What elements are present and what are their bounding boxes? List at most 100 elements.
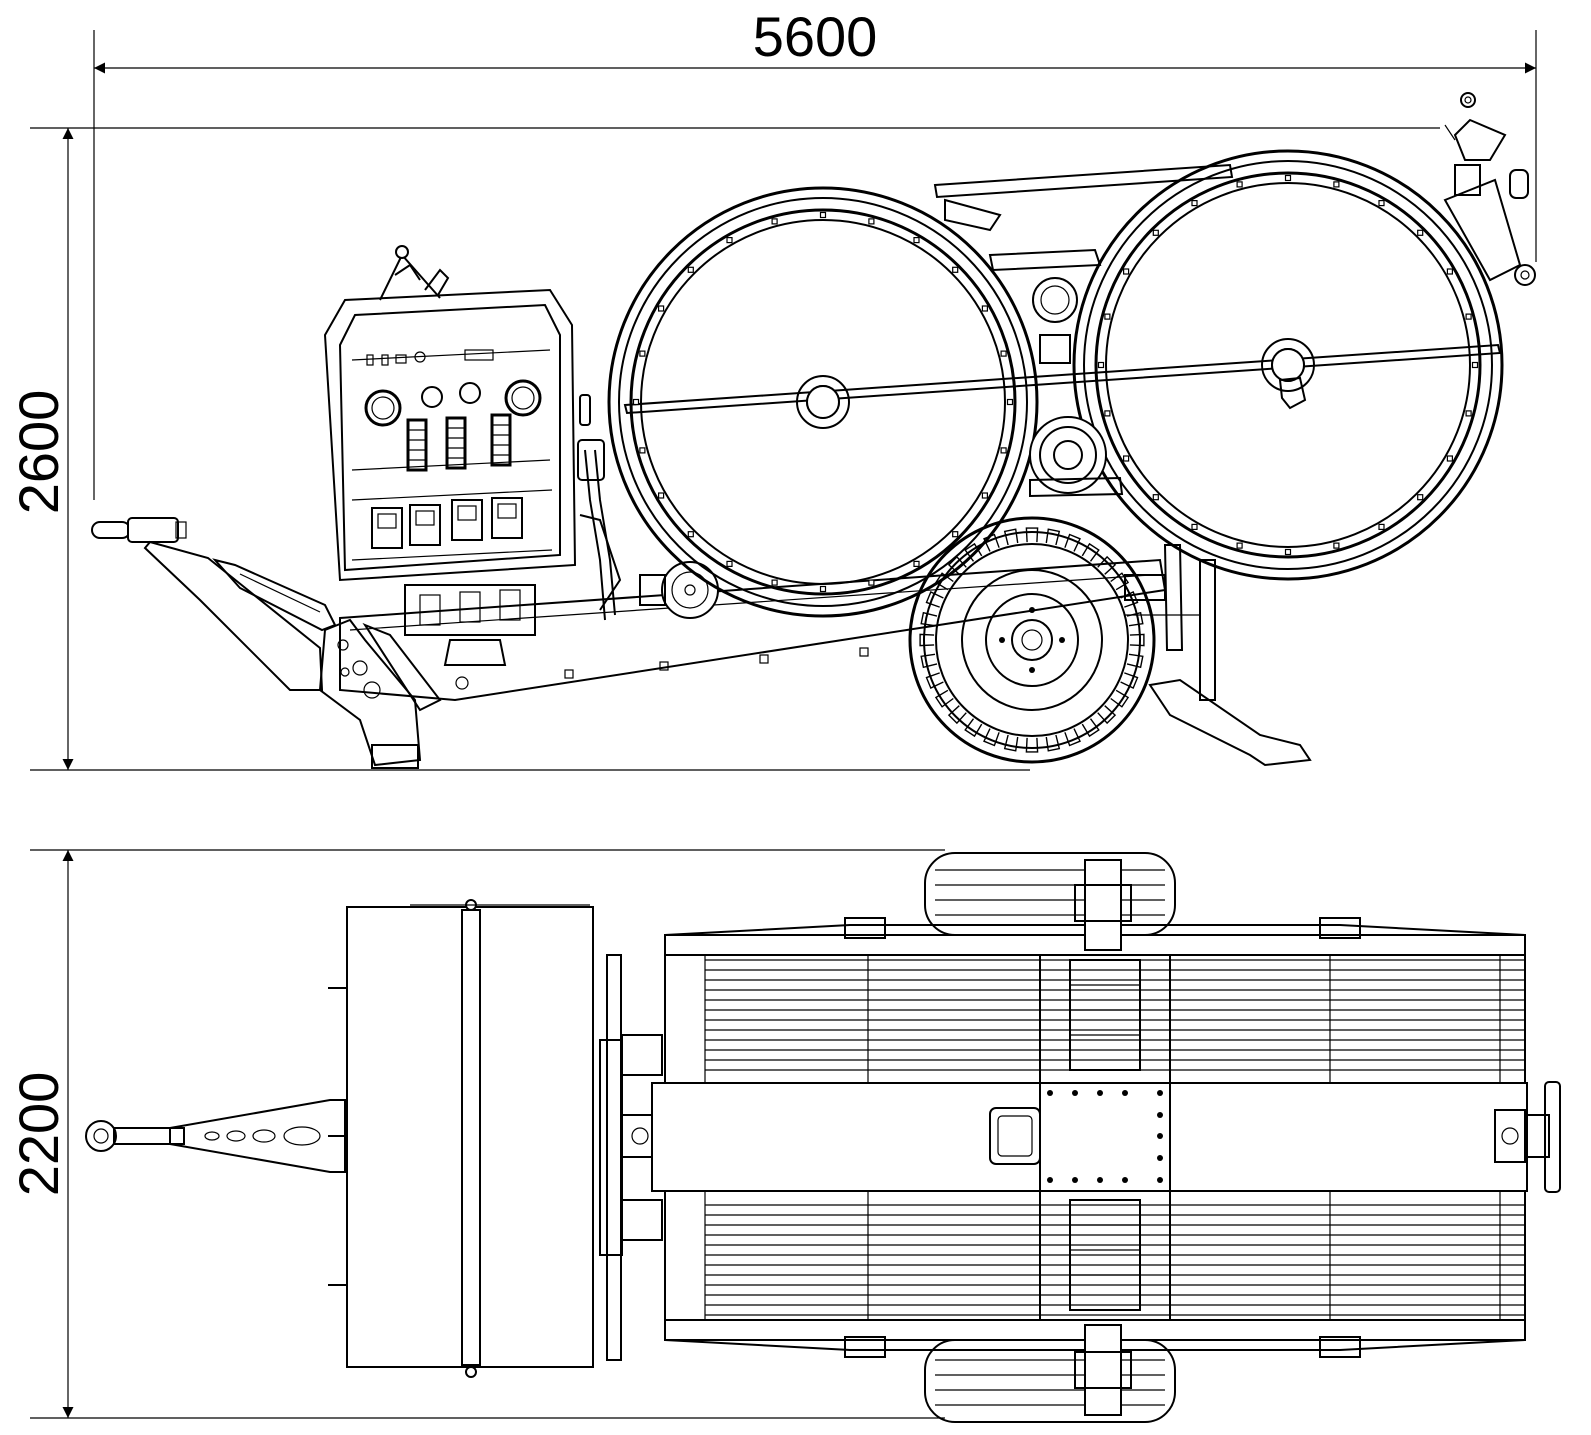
bolt-mark bbox=[1446, 455, 1454, 462]
bolt-mark bbox=[1465, 410, 1472, 417]
axle-bar bbox=[623, 343, 1502, 419]
tread-lug bbox=[1110, 572, 1130, 591]
bull-wheel-front bbox=[607, 186, 1039, 618]
tread-lug bbox=[983, 533, 1000, 552]
bolt-mark bbox=[1446, 268, 1454, 275]
tread-lug bbox=[934, 689, 954, 708]
bolt-mark bbox=[981, 492, 989, 499]
bolt-mark bbox=[1378, 523, 1385, 531]
bolt-mark bbox=[657, 305, 665, 312]
drawbar bbox=[91, 517, 337, 691]
bolt-mark bbox=[913, 560, 920, 568]
bolt-mark bbox=[1333, 181, 1340, 188]
tread-lug bbox=[1045, 734, 1061, 752]
tread-lug bbox=[1081, 718, 1100, 738]
control-levers bbox=[406, 413, 512, 472]
bolt-mark bbox=[1417, 494, 1424, 501]
bolt-mark bbox=[1191, 523, 1198, 531]
bull-wheel-rear bbox=[1072, 149, 1504, 581]
bolt-mark bbox=[639, 447, 646, 454]
tread-lug bbox=[1003, 528, 1019, 546]
bolt-mark bbox=[687, 266, 694, 273]
bolt-mark bbox=[868, 579, 875, 586]
tread-lug bbox=[1110, 689, 1130, 708]
upper-frame bbox=[933, 163, 1234, 498]
bolt-mark bbox=[1236, 542, 1243, 549]
bolt-mark bbox=[632, 398, 640, 406]
drawbar-top bbox=[85, 1099, 346, 1173]
tread-lug bbox=[983, 728, 1000, 747]
tread-lug bbox=[947, 555, 967, 575]
tread-lug bbox=[1126, 611, 1144, 627]
central-beam-top bbox=[651, 1081, 1561, 1193]
width-dimension-label: 2200 bbox=[7, 1072, 70, 1197]
bolt-mark bbox=[868, 218, 875, 225]
road-wheel bbox=[908, 516, 1156, 764]
bolt-mark bbox=[952, 531, 959, 538]
tread-lug bbox=[1120, 672, 1139, 689]
road-wheel-tread bbox=[919, 527, 1145, 753]
dimension-width: 2200 bbox=[7, 849, 945, 1419]
tread-lug bbox=[964, 718, 983, 738]
bolt-mark bbox=[1471, 361, 1479, 369]
rear-stand bbox=[1124, 544, 1312, 767]
tread-lug bbox=[1081, 542, 1100, 562]
tread-lug bbox=[1129, 633, 1145, 647]
dimension-height: 2600 bbox=[7, 127, 1440, 771]
tread-lug bbox=[920, 611, 938, 627]
bolt-mark bbox=[1122, 455, 1130, 462]
bolt-mark bbox=[771, 579, 778, 586]
bolt-mark bbox=[1152, 494, 1159, 501]
dimension-length: 5600 bbox=[93, 5, 1537, 500]
bolt-mark bbox=[1333, 542, 1340, 549]
bolt-mark bbox=[687, 531, 694, 538]
bolt-mark bbox=[771, 218, 778, 225]
tread-lug bbox=[925, 672, 944, 689]
top-view bbox=[85, 852, 1561, 1423]
tread-lug bbox=[1120, 591, 1139, 608]
side-view bbox=[91, 92, 1536, 769]
rear-fairlead bbox=[1443, 92, 1536, 286]
bolt-mark bbox=[819, 585, 827, 593]
bolt-mark bbox=[952, 266, 959, 273]
bolt-mark bbox=[1122, 268, 1130, 275]
front-jack bbox=[318, 618, 442, 769]
bolt-mark bbox=[1000, 350, 1007, 357]
bolt-mark bbox=[1465, 313, 1472, 320]
bolt-mark bbox=[913, 237, 920, 244]
control-panel bbox=[323, 245, 577, 690]
side-brackets-top bbox=[844, 917, 1361, 1358]
bolt-mark bbox=[1417, 229, 1424, 236]
tread-lug bbox=[919, 633, 935, 647]
bolt-mark bbox=[1284, 174, 1292, 182]
tread-lug bbox=[1126, 653, 1144, 669]
bolt-mark bbox=[726, 560, 733, 568]
bolt-mark bbox=[1152, 229, 1159, 236]
hydraulic-pipes bbox=[577, 394, 719, 621]
bull-wheel-front-bolts bbox=[632, 211, 1014, 593]
tread-lug bbox=[1064, 533, 1081, 552]
tread-lug bbox=[925, 591, 944, 608]
road-wheel-top-upper bbox=[924, 852, 1176, 951]
bolt-mark bbox=[819, 211, 827, 219]
road-wheel-top-lower bbox=[924, 1324, 1176, 1423]
bolt-mark bbox=[1236, 181, 1243, 188]
front-plate-top bbox=[599, 954, 663, 1361]
bolt-mark bbox=[1284, 548, 1292, 556]
length-dimension-label: 5600 bbox=[753, 5, 878, 68]
control-box-top bbox=[328, 899, 594, 1378]
bolt-mark bbox=[1191, 200, 1198, 207]
bolt-mark bbox=[981, 305, 989, 312]
tread-lug bbox=[1003, 734, 1019, 752]
bolt-mark bbox=[1104, 313, 1111, 320]
tread-lug bbox=[1097, 705, 1117, 725]
tread-lug bbox=[1064, 728, 1081, 747]
tread-lug bbox=[934, 572, 954, 591]
tread-lug bbox=[920, 653, 938, 669]
height-dimension-label: 2600 bbox=[7, 390, 70, 515]
bolt-mark bbox=[1104, 410, 1111, 417]
tread-lug bbox=[1045, 528, 1061, 546]
tread-lug bbox=[1097, 555, 1117, 575]
bolt-mark bbox=[657, 492, 665, 499]
